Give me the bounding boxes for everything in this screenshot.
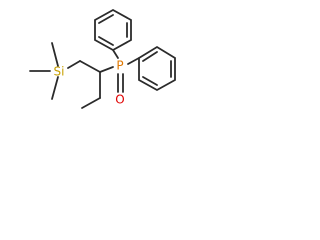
bond-ethyl-ch3 — [81, 97, 101, 109]
oxygen-atom-label: O — [115, 93, 124, 107]
bond-p-phenyl2 — [127, 57, 140, 65]
bond-ch-p — [99, 66, 114, 73]
bond-si-ch2 — [67, 60, 81, 69]
bond-si-me-bottom — [51, 76, 59, 100]
silicon-atom-label: Si — [54, 65, 65, 79]
bond-ch2-ch — [79, 60, 101, 73]
molecule-diagram: Si P O — [0, 0, 214, 155]
phosphorus-atom-label: P — [116, 59, 123, 73]
structure-drawing: Si P O — [29, 8, 176, 109]
phenyl-ring-right — [138, 45, 176, 92]
phenyl-ring-upper — [94, 8, 132, 52]
bond-si-me-top — [51, 42, 59, 67]
bond-p-phenyl1 — [112, 49, 119, 59]
